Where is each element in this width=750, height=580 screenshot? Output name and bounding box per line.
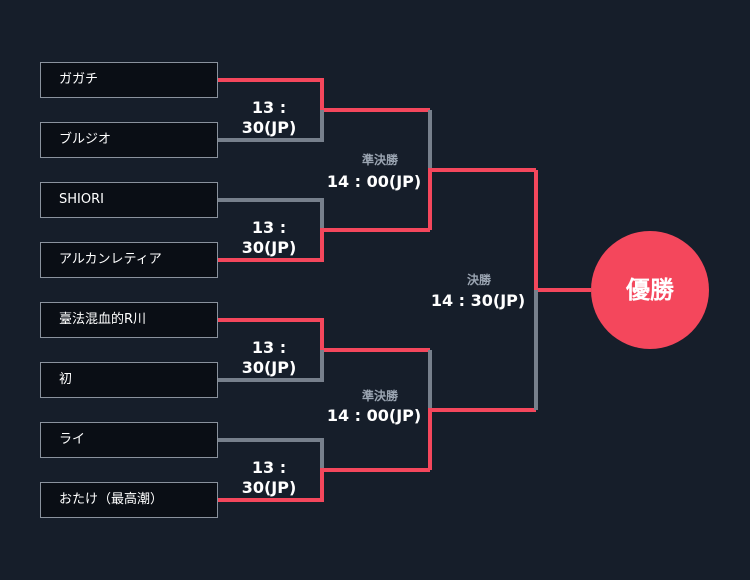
r1-connector-4-top xyxy=(218,438,324,470)
r1-connector-2-top xyxy=(218,198,324,230)
semifinal-2-time: 14 : 00(JP) xyxy=(326,406,422,425)
r1-connector-4-bottom xyxy=(218,468,430,502)
final-time: 14 : 30(JP) xyxy=(430,291,526,310)
champion-label: 優勝 xyxy=(626,276,674,304)
team-slot-5: 臺法混血的R川 xyxy=(40,302,218,338)
team-slot-6: 初 xyxy=(40,362,218,398)
team-slot-8: おたけ（最高潮） xyxy=(40,482,218,518)
team-slot-1: ガガチ xyxy=(40,62,218,98)
team-slot-3: SHIORI xyxy=(40,182,218,218)
r1-connector-3-bottom xyxy=(218,350,324,382)
team-slot-4: アルカンレティア xyxy=(40,242,218,278)
sf-connector-1-bottom xyxy=(428,168,536,230)
final-connector-top xyxy=(534,170,591,292)
r1-connector-3-top xyxy=(218,318,430,352)
team-slot-7: ライ xyxy=(40,422,218,458)
r1-match-4-time: 13 : 30(JP) xyxy=(241,458,297,497)
team-slot-2: ブルジオ xyxy=(40,122,218,158)
r1-connector-1-bottom xyxy=(218,110,324,142)
r1-match-3-time: 13 : 30(JP) xyxy=(241,338,297,377)
semifinal-1-label: 準決勝 xyxy=(361,153,398,167)
champion-circle: 優勝 xyxy=(591,231,709,349)
r1-match-2-time: 13 : 30(JP) xyxy=(241,218,297,257)
final-label: 決勝 xyxy=(466,273,491,287)
semifinal-2-label: 準決勝 xyxy=(361,389,398,403)
r1-match-1-time: 13 : 30(JP) xyxy=(241,98,297,137)
sf-connector-2-bottom xyxy=(428,408,536,470)
r1-connector-2-bottom xyxy=(218,228,430,262)
semifinal-1-time: 14 : 00(JP) xyxy=(326,172,422,191)
r1-connector-1-top xyxy=(218,78,430,112)
